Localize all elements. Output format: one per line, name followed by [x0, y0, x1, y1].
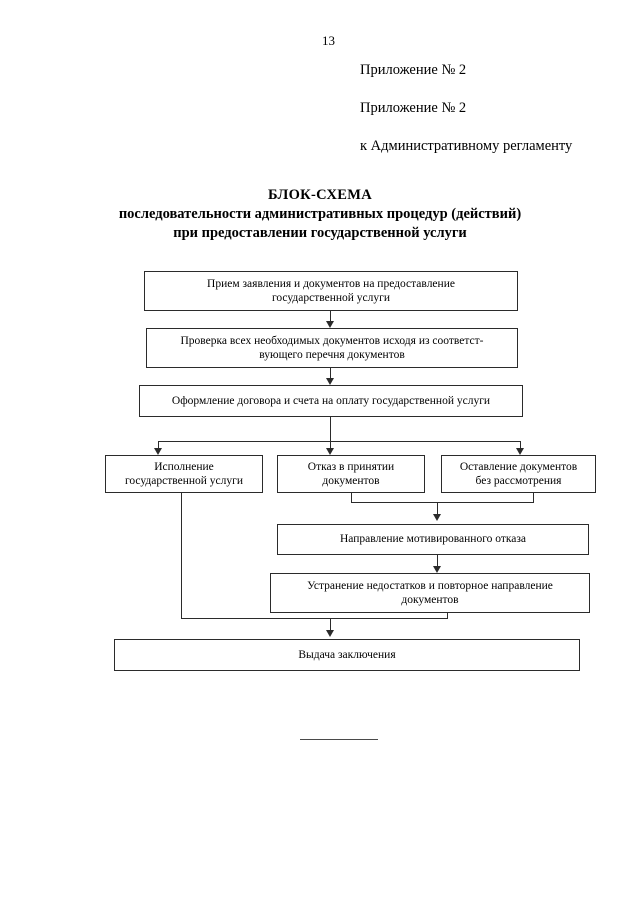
document-title: БЛОК-СХЕМА последовательности администра…: [0, 186, 640, 243]
title-subtitle-line-2: при предоставлении государственной услуг…: [173, 225, 467, 241]
connector-merge-bus-refusals: [351, 502, 534, 503]
connector-correction-down: [447, 613, 448, 619]
node-motivated-refusal-line-1: Направление мотивированного отказа: [339, 533, 527, 546]
connector-verification-to-contract: [330, 368, 331, 380]
connector-split-right-drop: [520, 441, 521, 449]
connector-intake-to-verification: [330, 311, 331, 323]
node-intake: Прием заявления и документов на предоста…: [144, 271, 518, 311]
header-line-appendix-2: Приложение № 2: [360, 100, 467, 116]
connector-motivated-refusal-to-correction: [437, 555, 438, 568]
footer-divider-rule: [300, 739, 378, 740]
header-line-regulation: к Административному регламенту: [360, 138, 573, 154]
node-execution-line-1: Исполнение: [154, 460, 214, 473]
node-refusal-line-2: документов: [322, 475, 380, 487]
connector-split-bus: [158, 441, 521, 442]
node-contract-line-1: Оформление договора и счета на оплату го…: [171, 394, 491, 407]
arrowhead-verification: [326, 321, 334, 328]
node-left-without-review-line-1: Оставление документов: [459, 460, 578, 473]
connector-execution-down: [181, 493, 182, 619]
node-correction: Устранение недостатков и повторное напра…: [270, 573, 590, 613]
title-main: БЛОК-СХЕМА: [267, 187, 373, 203]
node-refusal-line-1: Отказ в принятии: [307, 460, 395, 473]
node-correction-line-2: документов: [401, 594, 459, 606]
connector-final-merge-bus: [181, 618, 448, 619]
node-intake-line-1: Прием заявления и документов на предоста…: [207, 277, 455, 290]
node-issue-conclusion-line-1: Выдача заключения: [298, 648, 396, 661]
node-correction-line-1: Устранение недостатков и повторное напра…: [307, 579, 553, 592]
node-contract: Оформление договора и счета на оплату го…: [139, 385, 523, 417]
arrowhead-refusal: [326, 448, 334, 455]
arrowhead-contract: [326, 378, 334, 385]
page-number: 13: [322, 33, 335, 48]
connector-merge-to-motivated-refusal: [437, 502, 438, 516]
connector-split-center-drop: [330, 441, 331, 449]
node-verification-line-1: Проверка всех необходимых документов исх…: [180, 334, 484, 347]
node-intake-line-2: государственной услуги: [271, 292, 391, 304]
node-left-without-review: Оставление документов без рассмотрения: [441, 455, 596, 493]
connector-left-without-review-down: [533, 493, 534, 502]
node-execution: Исполнение государственной услуги: [105, 455, 263, 493]
connector-split-left-drop: [158, 441, 159, 449]
node-execution-line-2: государственной услуги: [124, 475, 244, 487]
node-motivated-refusal: Направление мотивированного отказа: [277, 524, 589, 555]
arrowhead-execution: [154, 448, 162, 455]
node-refusal: Отказ в принятии документов: [277, 455, 425, 493]
arrowhead-motivated-refusal: [433, 514, 441, 521]
arrowhead-issue-conclusion: [326, 630, 334, 637]
node-issue-conclusion: Выдача заключения: [114, 639, 580, 671]
node-left-without-review-line-2: без рассмотрения: [475, 475, 562, 487]
connector-refusal-down: [351, 493, 352, 502]
arrowhead-correction: [433, 566, 441, 573]
node-verification-line-2: вующего перечня документов: [259, 349, 405, 361]
connector-final-merge-to-conclusion: [330, 618, 331, 632]
title-subtitle-line-1: последовательности административных проц…: [118, 206, 522, 222]
node-verification: Проверка всех необходимых документов исх…: [146, 328, 518, 368]
arrowhead-left-without-review: [516, 448, 524, 455]
header-line-appendix-1: Приложение № 2: [360, 62, 467, 78]
connector-contract-down: [330, 417, 331, 441]
